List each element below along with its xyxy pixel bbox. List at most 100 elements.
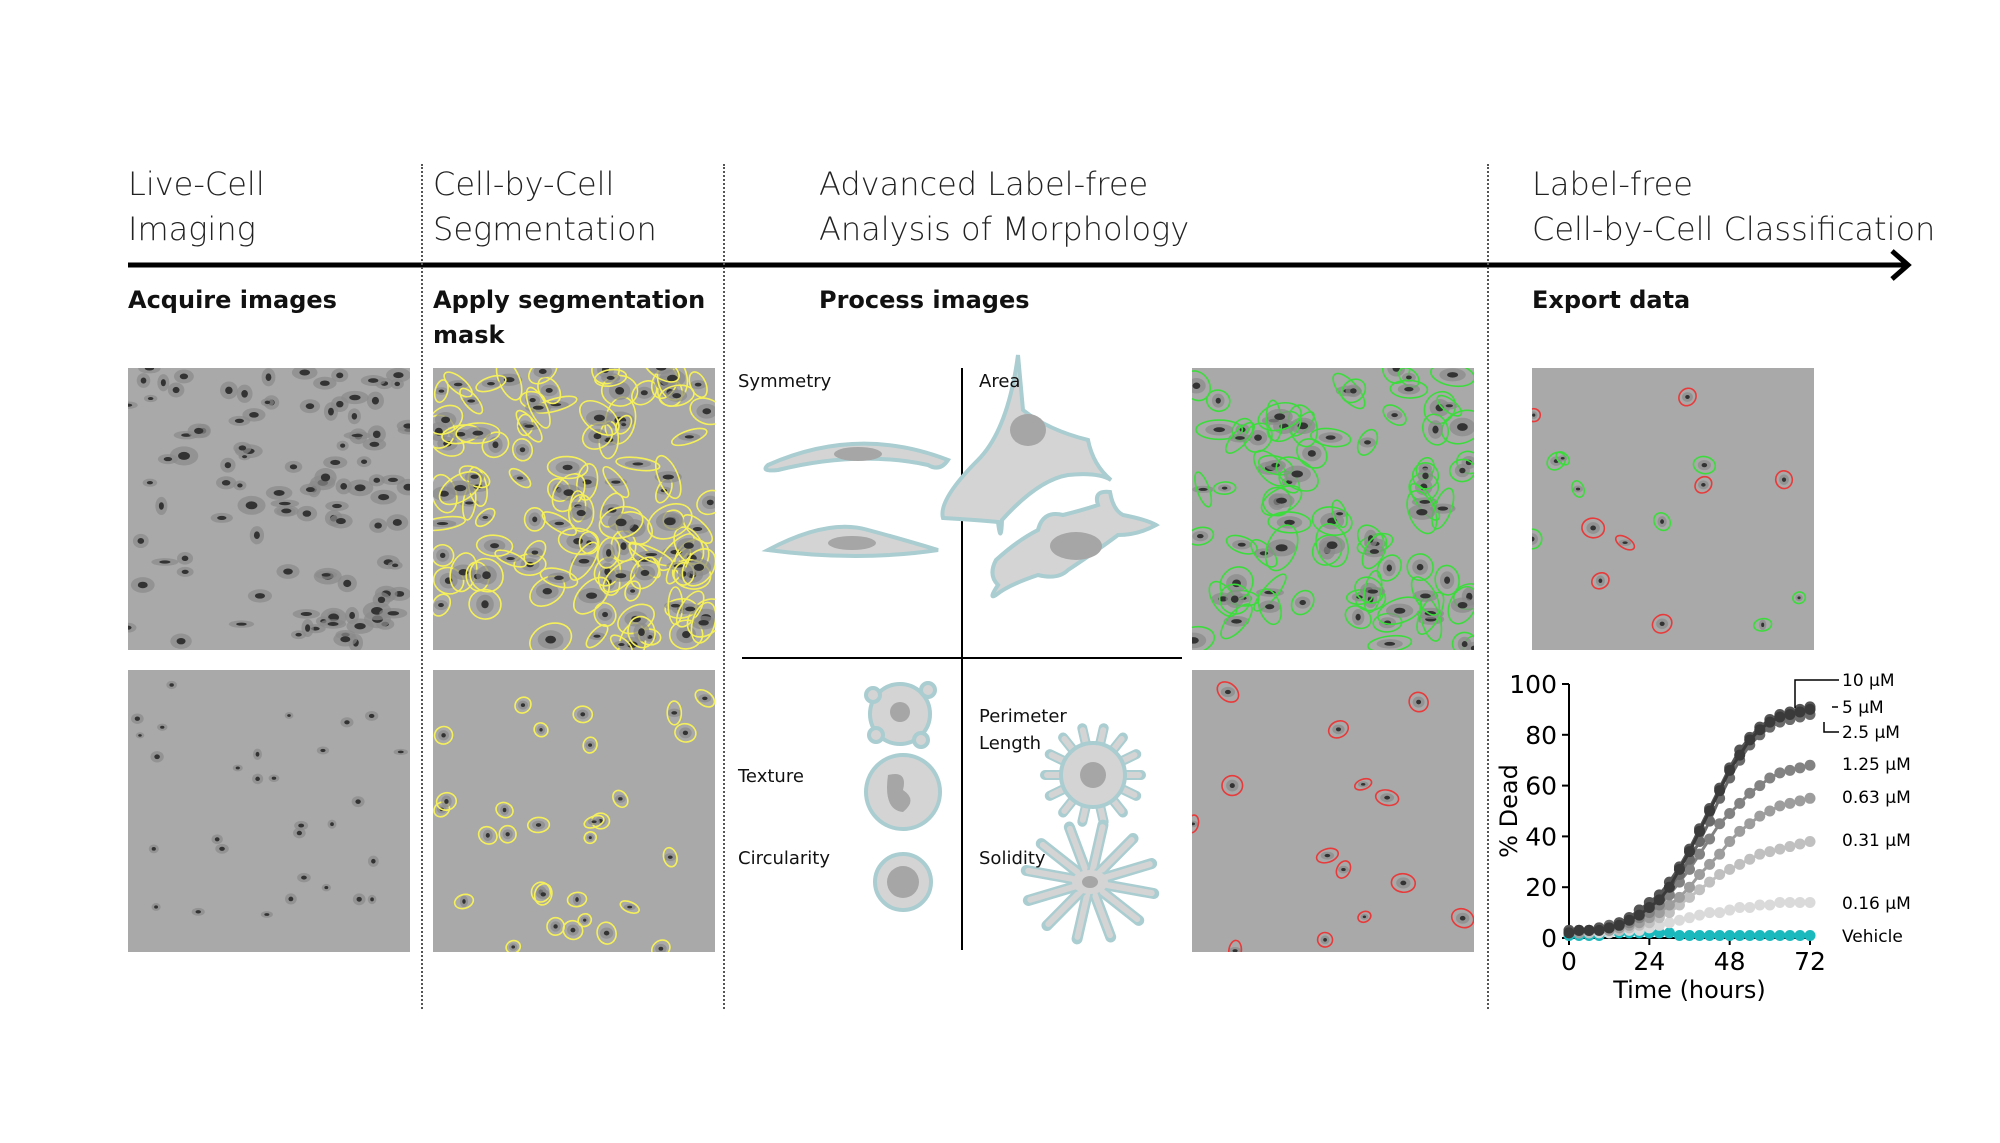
segmentation-outline (594, 368, 628, 387)
segmentation-outline (1205, 389, 1231, 413)
segmentation-outline (523, 540, 547, 566)
segmentation-outline (600, 374, 639, 407)
data-point (1663, 899, 1675, 911)
cell (356, 456, 372, 468)
segmentation-outline (662, 846, 678, 868)
divider (1487, 164, 1489, 1009)
segmentation-outline (1792, 591, 1807, 605)
step-label-line: mask (433, 321, 505, 349)
cell (1571, 480, 1586, 498)
micrograph-confluent-yellow-mask (433, 368, 715, 650)
data-point (1663, 881, 1675, 893)
y-tick-label: 0 (1541, 924, 1557, 953)
segmentation-outline (582, 736, 598, 754)
cell (433, 543, 455, 567)
cell (131, 713, 144, 724)
series-label: 0.63 µM (1842, 788, 1911, 808)
cell (343, 431, 371, 440)
segmentation-outline (474, 507, 496, 528)
cell (1315, 522, 1349, 568)
data-point (1754, 810, 1766, 822)
cell (151, 903, 161, 911)
data-point (1734, 858, 1746, 870)
cell (514, 696, 532, 714)
segmentation-outline (1192, 526, 1215, 546)
cell (459, 387, 484, 415)
segmentation-outline (1340, 378, 1367, 404)
cell (1406, 490, 1438, 535)
cell (1374, 789, 1400, 807)
data-point (1744, 902, 1756, 914)
x-tick-label: 24 (1633, 947, 1665, 976)
cell (1421, 413, 1450, 446)
segmentation-outline (455, 422, 501, 445)
cell (475, 534, 514, 557)
cell (1546, 451, 1567, 471)
cell (523, 540, 547, 566)
data-point (1754, 848, 1766, 860)
segmentation-outline (562, 919, 584, 941)
cell (247, 589, 273, 603)
textured-cell-icon (864, 681, 937, 749)
segmentation-outline (1774, 470, 1794, 490)
cell (1614, 534, 1636, 551)
segmentation-outline (541, 511, 578, 536)
data-point (1794, 896, 1806, 908)
cell (176, 566, 194, 577)
data-point (1583, 924, 1595, 936)
cell (1651, 613, 1673, 634)
data-point (1714, 785, 1726, 797)
segmentation-outline (1363, 569, 1383, 614)
cell (528, 368, 558, 385)
segmentation-outline (1447, 585, 1474, 625)
data-point (1653, 907, 1665, 919)
segmentation-outline (1194, 471, 1213, 508)
segmentation-outline (546, 455, 589, 480)
data-point (1673, 899, 1685, 911)
data-point (1673, 863, 1685, 875)
segmentation-outline (689, 397, 715, 426)
cell (1192, 526, 1215, 546)
cell (658, 384, 695, 407)
cell (525, 386, 552, 429)
segmentation-outline (1216, 681, 1240, 703)
cell (293, 827, 306, 839)
segmentation-outline (658, 384, 695, 407)
segmentation-outline (650, 939, 671, 952)
cell (252, 748, 263, 760)
cell (237, 495, 266, 515)
cell (291, 630, 307, 640)
segmentation-outline (1421, 413, 1450, 446)
cell (1257, 402, 1302, 432)
cell (1225, 421, 1255, 454)
step-label: Acquire images (128, 286, 337, 314)
cell (546, 916, 566, 936)
cell (360, 375, 386, 387)
cell (681, 548, 715, 587)
data-point (1714, 907, 1726, 919)
cell (1449, 458, 1474, 483)
cell (327, 819, 337, 829)
data-point (1794, 838, 1806, 850)
cell (352, 893, 366, 906)
cell (696, 489, 715, 516)
data-point (1563, 927, 1575, 939)
cell (624, 580, 642, 602)
cell (453, 893, 475, 910)
cell (533, 722, 549, 738)
cell (372, 592, 391, 608)
cell (187, 423, 210, 439)
data-point (1663, 927, 1675, 939)
cell (1774, 470, 1794, 490)
segmentation-outline (477, 825, 498, 845)
segmentation-outline (533, 722, 549, 738)
data-point (1704, 858, 1716, 870)
cell (396, 478, 410, 496)
data-point (1673, 914, 1685, 926)
cell (682, 514, 714, 544)
data-point (1804, 759, 1816, 771)
cell (1447, 585, 1474, 625)
stage-title-line: Imaging (128, 210, 256, 248)
